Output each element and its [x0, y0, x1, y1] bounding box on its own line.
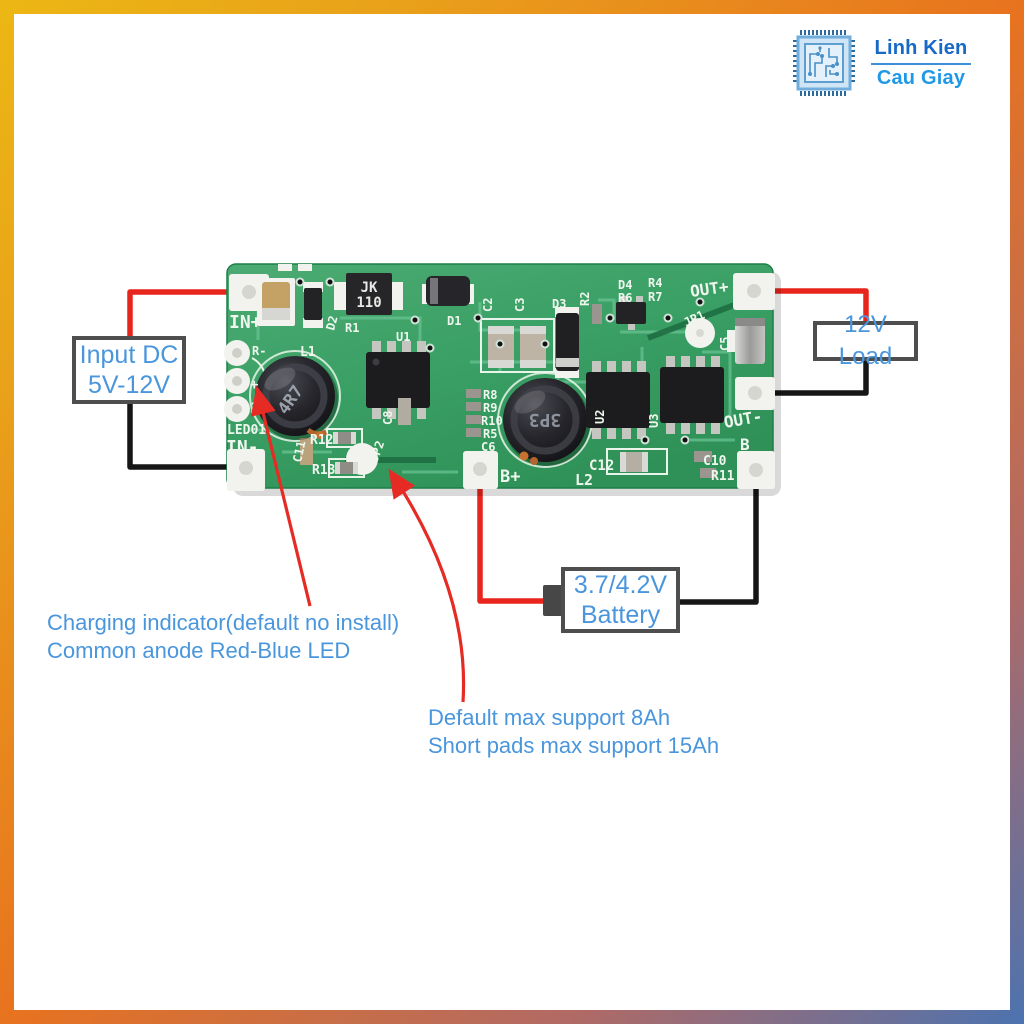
label-r9: R9: [483, 401, 497, 415]
wires: [127, 288, 869, 605]
brand-name: Linh Kien Cau Giay: [871, 37, 971, 90]
label-r4: R4: [648, 276, 662, 290]
label-r12: R12: [310, 433, 333, 448]
ic-u1: [366, 341, 430, 419]
label-r-minus: R-: [252, 344, 266, 358]
label-r5: R5: [483, 427, 497, 441]
wire-load-negative: [757, 357, 869, 396]
transistor-d4: [616, 296, 646, 330]
components: [255, 273, 765, 478]
arrow-jp2-pad: [388, 468, 466, 703]
battery-line1: 3.7/4.2V: [573, 571, 668, 599]
charging-indicator-note: Charging indicator(default no install) C…: [47, 609, 399, 665]
charging-note-line1: Charging indicator(default no install): [47, 610, 400, 635]
wire-battery-negative: [678, 470, 759, 605]
content-area: [14, 14, 1010, 1010]
label-r6: R6: [618, 291, 632, 305]
wire-load-positive: [756, 288, 869, 326]
charging-note-line2: Common anode Red-Blue LED: [47, 638, 351, 663]
label-r2: R2: [578, 292, 592, 306]
diode-d2: [304, 288, 322, 320]
brand-name-line1: Linh Kien: [874, 36, 968, 59]
label-jk-110: 110: [356, 295, 381, 311]
label-u1: U1: [396, 330, 410, 344]
label-in-plus: IN+: [229, 312, 262, 333]
wire-battery-positive: [477, 468, 555, 604]
wire-input-positive: [127, 289, 237, 340]
label-jk: JK: [361, 280, 378, 296]
capacity-note-line1: Default max support 8Ah: [428, 705, 671, 730]
label-b: B: [740, 435, 750, 454]
load-callout: 12V Load: [813, 311, 918, 370]
label-c5: C5: [718, 337, 732, 351]
label-r1: R1: [345, 321, 359, 335]
label-b-plus: B+: [500, 467, 520, 487]
label-d2: D2: [323, 314, 340, 332]
label-minus: -: [249, 404, 257, 420]
capacity-note: Default max support 8Ah Short pads max s…: [428, 704, 719, 760]
label-plus: +: [250, 377, 258, 393]
label-d4: D4: [618, 278, 632, 292]
load-label: 12V Load: [838, 311, 893, 370]
label-in-minus: IN-: [226, 437, 259, 458]
input-dc-line2: 5V-12V: [87, 371, 170, 399]
label-led1: LED01: [227, 423, 266, 438]
label-c11: C11: [290, 439, 308, 463]
label-d3: D3: [552, 297, 566, 311]
label-r7: R7: [648, 290, 662, 304]
brand-name-line2: Cau Giay: [876, 66, 966, 89]
brand-divider: [871, 62, 971, 65]
brand-logo: Linh Kien Cau Giay: [793, 30, 971, 96]
battery-line2: Battery: [580, 601, 661, 629]
label-l2-marking: 3P3: [529, 409, 562, 430]
label-l2: L2: [575, 471, 593, 489]
label-c10: C10: [703, 454, 727, 469]
input-dc-line1: Input DC: [79, 341, 179, 369]
label-r10: R10: [481, 414, 503, 428]
label-r11: R11: [711, 469, 735, 484]
small-resistors: [300, 304, 716, 478]
label-r13: R13: [312, 463, 335, 478]
battery-callout: 3.7/4.2V Battery: [561, 567, 680, 633]
label-c12: C12: [589, 458, 614, 474]
inductor-l2: [503, 378, 590, 466]
capacitor-c5: [735, 318, 765, 364]
label-jp2: JP2: [367, 439, 388, 464]
label-u3: U3: [647, 414, 661, 428]
diode-d3: [556, 313, 579, 371]
arrow-charging-indicator: [250, 385, 312, 607]
chip-icon: [793, 30, 855, 96]
capacitor-c1: [262, 282, 290, 316]
capacity-note-line2: Short pads max support 15Ah: [428, 733, 720, 758]
label-c3: C3: [513, 298, 527, 312]
battery-terminal: [543, 585, 565, 616]
label-d1: D1: [447, 314, 461, 328]
component-jk110: [346, 273, 392, 315]
label-r8: R8: [483, 388, 497, 402]
ic-u2: [586, 361, 650, 439]
vias: [295, 277, 705, 445]
label-c6: C6: [481, 440, 495, 454]
ic-u3: [660, 356, 724, 434]
input-dc-callout: Input DC 5V-12V: [72, 336, 186, 404]
label-c8: C8: [381, 411, 395, 425]
solder-pads: [224, 264, 775, 491]
wire-input-negative: [127, 400, 242, 470]
label-l1: L1: [300, 345, 316, 360]
annotation-arrows: [250, 385, 466, 703]
label-c2: C2: [481, 298, 495, 312]
label-u2: U2: [593, 410, 607, 424]
